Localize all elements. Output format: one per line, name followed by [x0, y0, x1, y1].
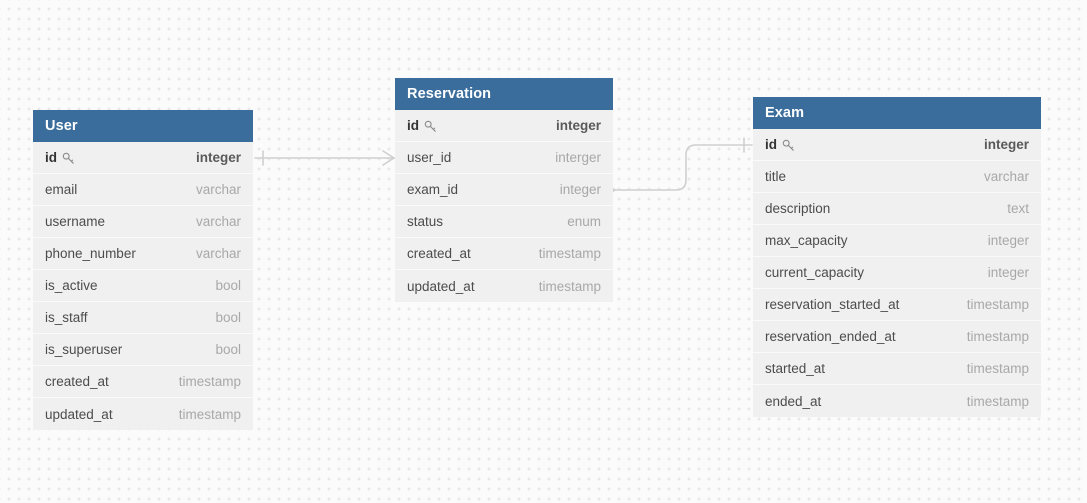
table-row[interactable]: id integer	[753, 129, 1041, 161]
column-name: username	[45, 214, 106, 229]
table-row[interactable]: phone_number varchar	[33, 238, 253, 270]
column-name: id	[765, 137, 795, 152]
column-name: created_at	[45, 374, 109, 389]
table-row[interactable]: created_at timestamp	[33, 366, 253, 398]
column-type: timestamp	[966, 393, 1029, 409]
column-name: is_staff	[45, 310, 88, 325]
column-type: enum	[567, 214, 601, 229]
column-name: started_at	[765, 361, 826, 376]
table-row[interactable]: ended_at timestamp	[753, 385, 1041, 417]
column-name: current_capacity	[765, 265, 865, 280]
table-reservation[interactable]: Reservation id integer user_id interger	[395, 78, 613, 302]
column-type: bool	[215, 278, 241, 293]
column-name: phone_number	[45, 246, 136, 261]
table-row[interactable]: updated_at timestamp	[395, 270, 613, 302]
table-row[interactable]: is_active bool	[33, 270, 253, 302]
key-icon	[424, 120, 437, 133]
table-row[interactable]: email varchar	[33, 174, 253, 206]
table-reservation-columns: id integer user_id interger exam_id inte…	[395, 110, 613, 302]
column-name: is_active	[45, 278, 98, 293]
column-type: timestamp	[538, 278, 601, 294]
table-row[interactable]: updated_at timestamp	[33, 398, 253, 430]
column-type: varchar	[195, 182, 241, 197]
column-name: title	[765, 169, 787, 184]
table-row[interactable]: user_id interger	[395, 142, 613, 174]
table-row[interactable]: id integer	[395, 110, 613, 142]
column-name: email	[45, 182, 78, 197]
column-type: timestamp	[966, 329, 1029, 344]
column-name: exam_id	[407, 182, 459, 197]
column-type: interger	[555, 150, 601, 165]
column-name: updated_at	[407, 278, 475, 294]
column-type: varchar	[195, 246, 241, 261]
table-user[interactable]: User id integer email varchar	[33, 110, 253, 430]
table-user-columns: id integer email varchar username varcha…	[33, 142, 253, 430]
column-type: timestamp	[538, 246, 601, 261]
column-name: created_at	[407, 246, 471, 261]
table-exam-title: Exam	[753, 97, 1041, 129]
table-row[interactable]: max_capacity integer	[753, 225, 1041, 257]
table-row[interactable]: title varchar	[753, 161, 1041, 193]
column-type: timestamp	[966, 361, 1029, 376]
table-row[interactable]: reservation_started_at timestamp	[753, 289, 1041, 321]
table-reservation-title: Reservation	[395, 78, 613, 110]
table-row[interactable]: status enum	[395, 206, 613, 238]
column-name: max_capacity	[765, 233, 848, 248]
table-row[interactable]: current_capacity integer	[753, 257, 1041, 289]
column-name: user_id	[407, 150, 452, 165]
column-name: id	[407, 118, 437, 133]
column-name: id	[45, 150, 75, 165]
table-row[interactable]: description text	[753, 193, 1041, 225]
table-exam[interactable]: Exam id integer title varchar	[753, 97, 1041, 417]
table-row[interactable]: started_at timestamp	[753, 353, 1041, 385]
column-type: text	[1007, 201, 1029, 216]
column-type: varchar	[983, 169, 1029, 184]
column-type: integer	[987, 265, 1029, 280]
column-type: timestamp	[966, 297, 1029, 312]
column-type: timestamp	[178, 406, 241, 422]
column-name: updated_at	[45, 406, 113, 422]
column-name: status	[407, 214, 444, 229]
table-user-title: User	[33, 110, 253, 142]
key-icon	[62, 152, 75, 165]
column-name: reservation_started_at	[765, 297, 900, 312]
column-type: varchar	[195, 214, 241, 229]
column-name: ended_at	[765, 393, 822, 409]
table-row[interactable]: username varchar	[33, 206, 253, 238]
column-type: integer	[555, 118, 601, 133]
table-row[interactable]: created_at timestamp	[395, 238, 613, 270]
column-type: integer	[195, 150, 241, 165]
column-type: integer	[987, 233, 1029, 248]
table-row[interactable]: is_staff bool	[33, 302, 253, 334]
column-name: description	[765, 201, 831, 216]
column-name: is_superuser	[45, 342, 123, 357]
connector-reservation-exam	[603, 137, 753, 198]
column-type: integer	[983, 137, 1029, 152]
key-icon	[782, 139, 795, 152]
table-exam-columns: id integer title varchar description tex…	[753, 129, 1041, 417]
column-type: timestamp	[178, 374, 241, 389]
column-type: bool	[215, 342, 241, 357]
table-row[interactable]: exam_id integer	[395, 174, 613, 206]
column-name: reservation_ended_at	[765, 329, 896, 344]
table-row[interactable]: reservation_ended_at timestamp	[753, 321, 1041, 353]
column-type: integer	[559, 182, 601, 197]
connector-user-reservation	[254, 150, 395, 166]
column-type: bool	[215, 310, 241, 325]
table-row[interactable]: id integer	[33, 142, 253, 174]
table-row[interactable]: is_superuser bool	[33, 334, 253, 366]
